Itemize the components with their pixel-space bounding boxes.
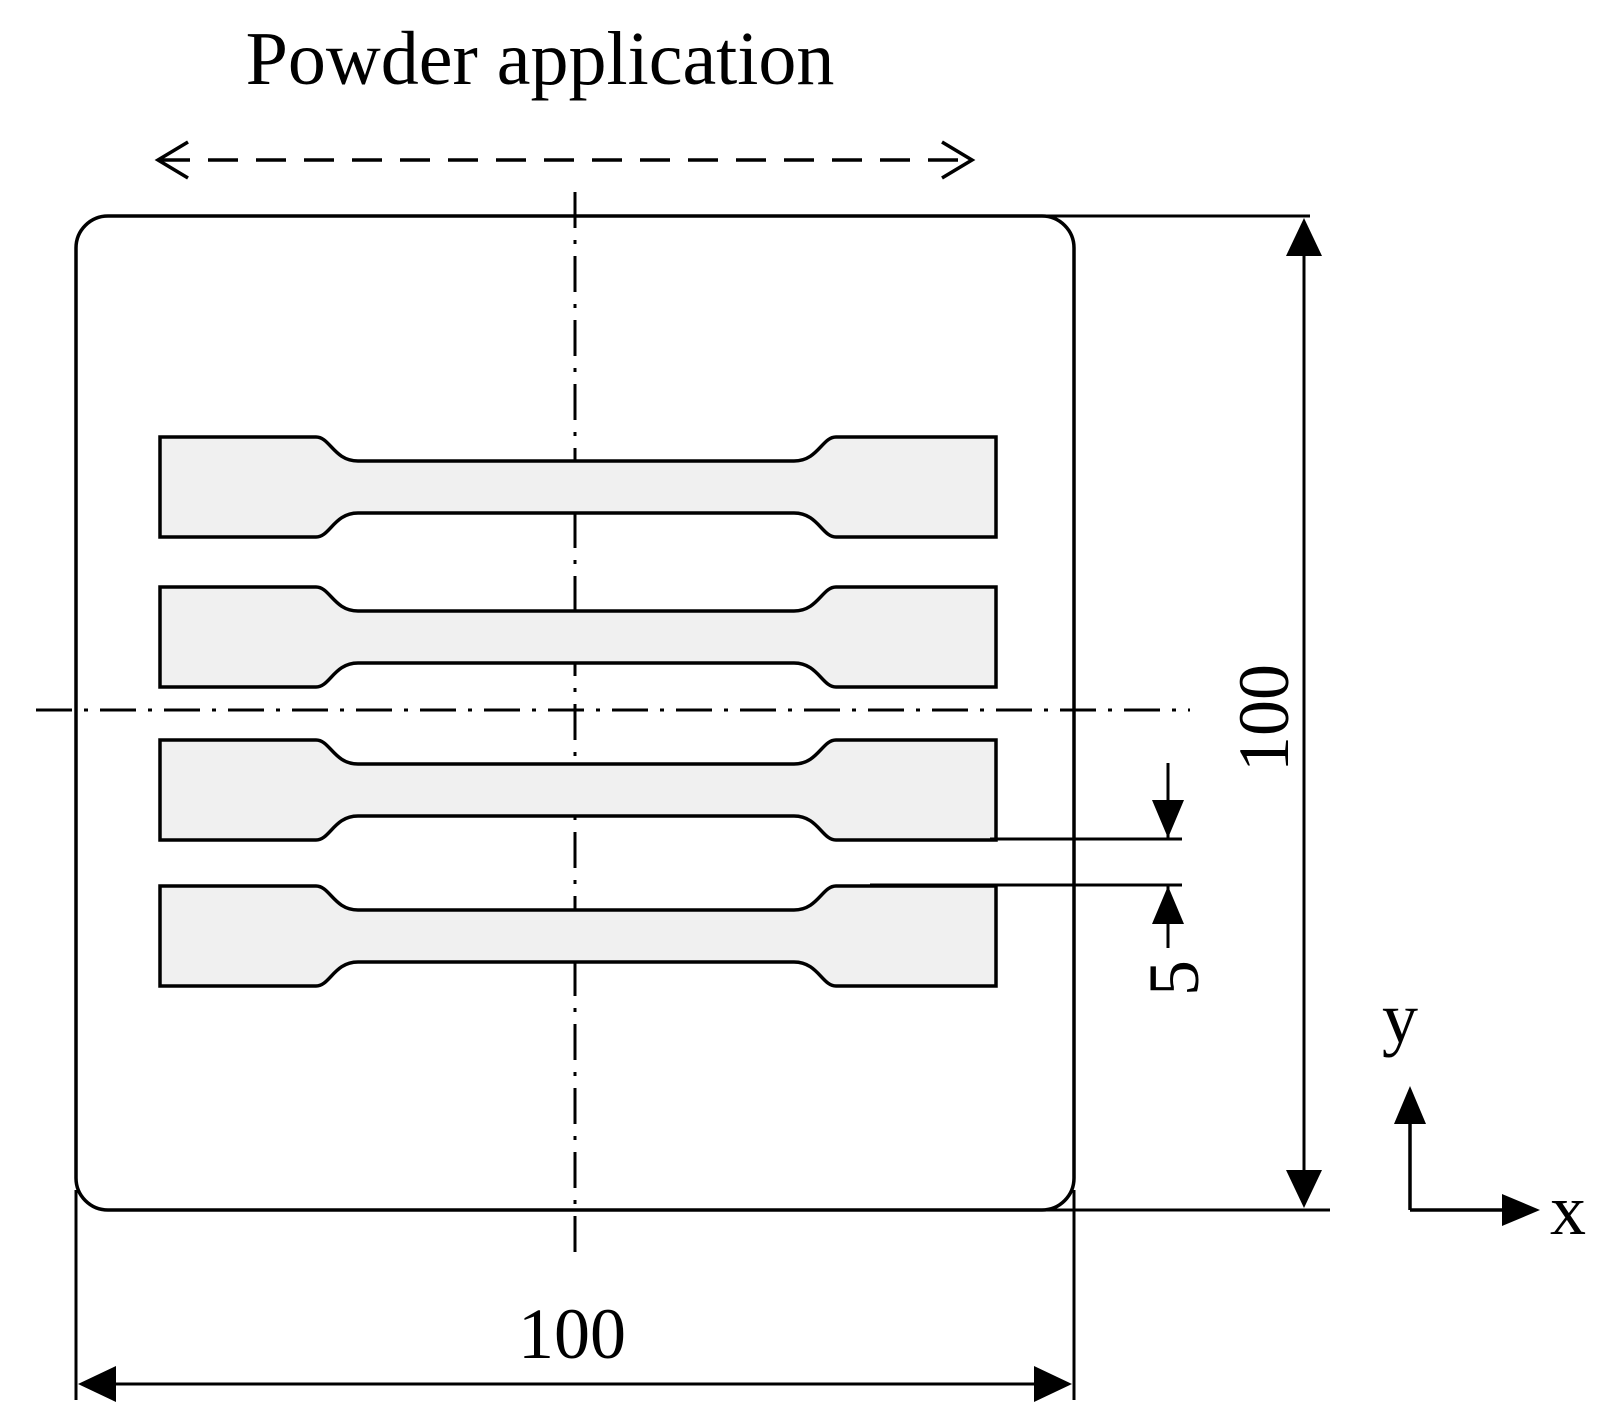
coordinate-system [1394,1086,1540,1226]
y-axis-label: y [1382,978,1418,1058]
gap-dimension-label: 5 [1134,960,1214,996]
tensile-specimen-2 [158,585,998,689]
width-dimension [78,1366,1072,1402]
height-dimension-label: 100 [1224,664,1304,772]
powder-direction-arrow [154,140,976,180]
powder-application-label: Powder application [246,17,835,101]
tensile-specimen-4 [158,884,998,988]
gap-dimension [870,763,1184,948]
tensile-specimen-1 [158,435,998,539]
dimension-extension-lines [74,214,1330,1400]
x-axis-label: x [1550,1170,1586,1250]
width-dimension-label: 100 [518,1294,626,1374]
tensile-specimens [158,435,998,988]
tensile-specimen-3 [158,738,998,842]
height-dimension [1286,218,1322,1208]
